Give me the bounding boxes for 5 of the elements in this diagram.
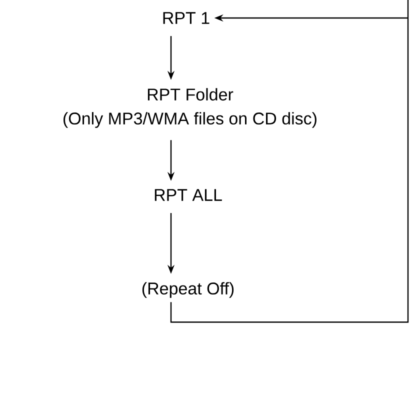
step-label: RPT Folder (Only MP3/WMA files on CD disc) [64, 88, 316, 128]
step-label: (Repeat Off) [142, 282, 234, 298]
step-label: RPT 1 [163, 12, 210, 24]
loop-arrow [170, 0, 409, 323]
step-label: RPT ALL [154, 189, 222, 201]
